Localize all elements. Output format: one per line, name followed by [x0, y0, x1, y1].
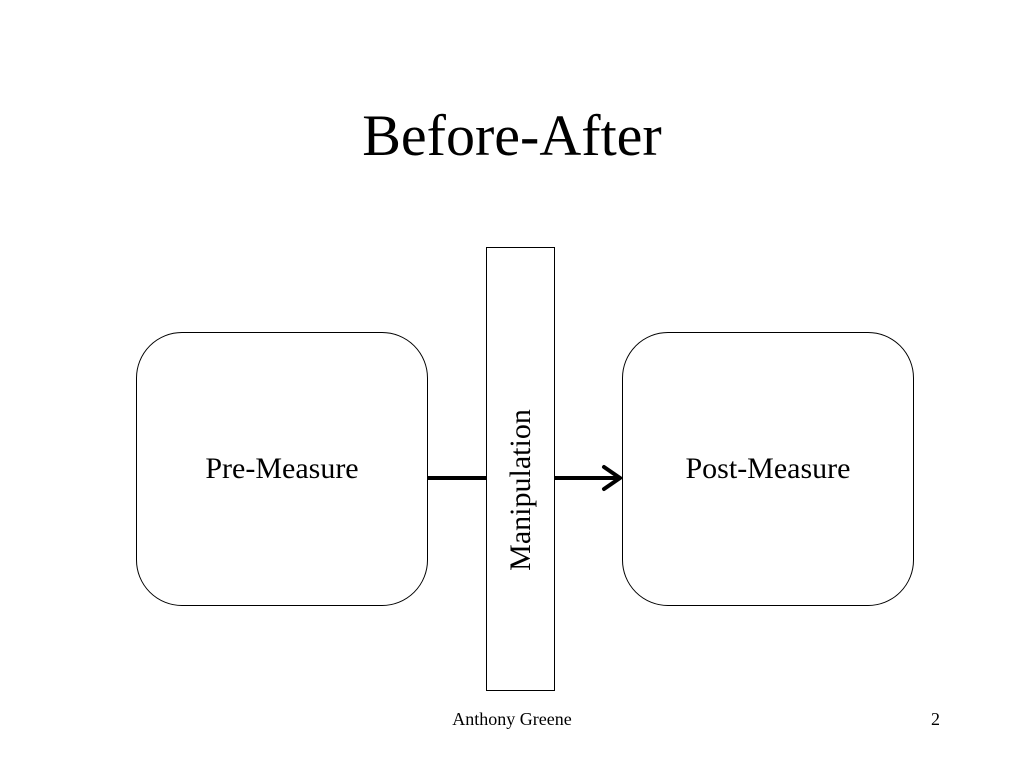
- arrow-head-icon: [602, 465, 624, 491]
- pre-measure-box: Pre-Measure: [136, 332, 428, 606]
- footer-author: Anthony Greene: [452, 709, 572, 729]
- post-measure-box: Post-Measure: [622, 332, 914, 606]
- post-measure-label: Post-Measure: [685, 452, 851, 485]
- slide-title: Before-After: [362, 103, 662, 168]
- pre-measure-label: Pre-Measure: [205, 452, 359, 485]
- manipulation-label: Manipulation: [504, 409, 537, 571]
- manipulation-bar: Manipulation: [486, 247, 555, 691]
- page-number: 2: [931, 709, 940, 729]
